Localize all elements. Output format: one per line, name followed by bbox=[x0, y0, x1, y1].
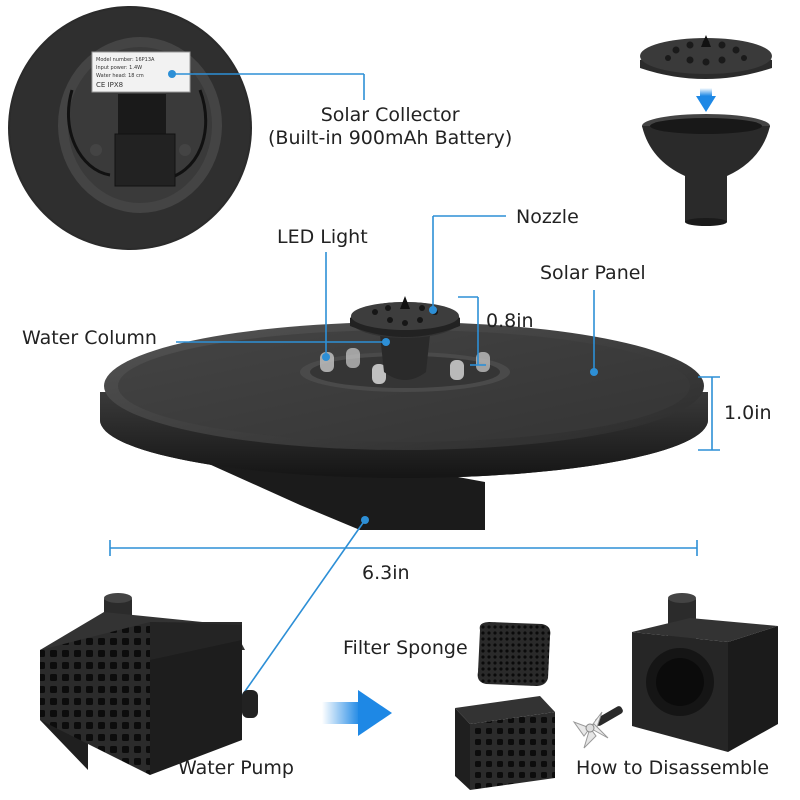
impeller bbox=[572, 706, 623, 749]
spec-line-2: Input power: 1.4W bbox=[96, 65, 142, 71]
assembly-arrow-icon bbox=[696, 96, 716, 112]
solar-collector-battery-note: (Built-in 900mAh Battery) bbox=[268, 126, 513, 149]
how-to-disassemble-label: How to Disassemble bbox=[576, 757, 770, 779]
pump-motor bbox=[632, 593, 778, 752]
dimension-lines bbox=[109, 296, 720, 556]
water-pump-label: Water Pump bbox=[178, 757, 294, 779]
callout-dots bbox=[322, 306, 598, 524]
water-pump bbox=[40, 593, 258, 775]
fountain-main bbox=[100, 296, 708, 530]
disassemble-arrow-icon bbox=[322, 690, 392, 736]
water-column-label: Water Column bbox=[22, 327, 157, 349]
solar-panel-label: Solar Panel bbox=[540, 262, 646, 284]
water-column bbox=[380, 335, 430, 380]
spec-line-1: Model number: 16P13A bbox=[96, 57, 155, 63]
pump-callout-line bbox=[233, 519, 366, 708]
pump-cage bbox=[455, 696, 555, 790]
nozzle bbox=[400, 296, 410, 309]
nozzle-height-dimension: 0.8in bbox=[486, 310, 534, 332]
solar-collector-label: Solar Collector (Built-in 900mAh Battery… bbox=[268, 104, 512, 150]
nozzle-assembly bbox=[640, 35, 772, 226]
callout-lines bbox=[172, 73, 595, 708]
spec-line-3: Water head: 18 cm bbox=[96, 73, 144, 79]
solar-collector-title: Solar Collector bbox=[320, 104, 460, 126]
solar-collector-inset bbox=[8, 6, 252, 250]
thickness-dimension: 1.0in bbox=[724, 402, 772, 424]
filter-sponge-label: Filter Sponge bbox=[343, 637, 468, 659]
led-light-label: LED Light bbox=[277, 226, 368, 248]
assembly-arrow-shaft bbox=[700, 88, 712, 96]
diameter-dimension: 6.3in bbox=[362, 562, 410, 584]
nozzle-label: Nozzle bbox=[516, 206, 579, 228]
filter-sponge bbox=[477, 622, 551, 686]
spec-line-4: CE IPX8 bbox=[96, 81, 123, 89]
led-lights bbox=[320, 348, 490, 384]
